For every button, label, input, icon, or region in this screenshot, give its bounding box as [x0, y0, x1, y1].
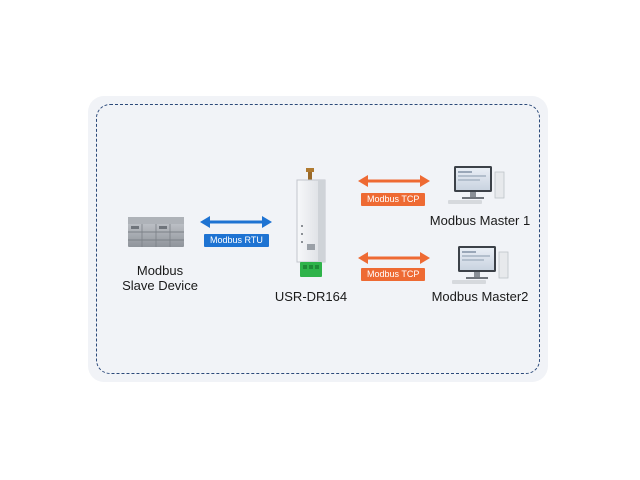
master1-label: Modbus Master 1 — [429, 213, 531, 228]
master2-label: Modbus Master2 — [431, 289, 529, 304]
desktop-computer-icon — [448, 166, 505, 204]
desktop-computer-icon — [452, 246, 509, 284]
rtu-link-label: Modbus RTU — [204, 234, 269, 247]
plc-module-icon — [128, 217, 184, 247]
slave-device-label-line2: Slave Device — [122, 278, 198, 293]
slave-device-label-line1: Modbus — [136, 263, 184, 278]
rtu-arrow — [200, 216, 272, 228]
tcp-arrow-2 — [358, 252, 430, 264]
tcp2-link-label: Modbus TCP — [361, 268, 426, 281]
din-rail-gateway-icon — [296, 168, 326, 277]
tcp-arrow-1 — [358, 175, 430, 187]
tcp1-link-label: Modbus TCP — [361, 193, 426, 206]
dashed-frame — [96, 104, 540, 374]
gateway-label: USR-DR164 — [274, 289, 348, 304]
slave-device-label: Modbus Slave Device — [100, 263, 220, 293]
